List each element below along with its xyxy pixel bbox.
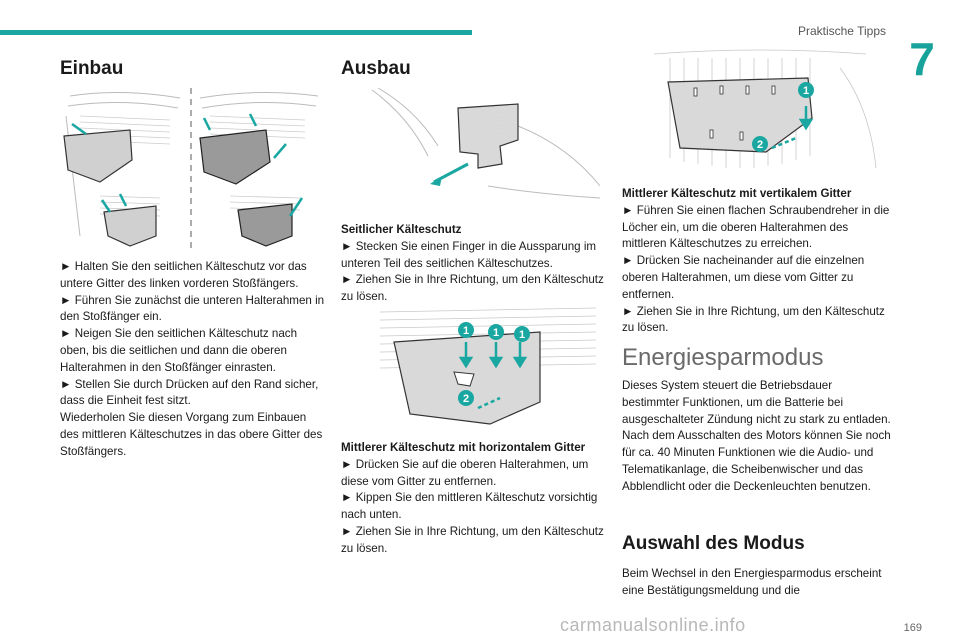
section-label: Praktische Tipps [797, 24, 886, 38]
badge-v-1: 1 [803, 85, 809, 97]
heading-einbau: Einbau [60, 58, 124, 79]
einbau-instructions: ► Halten Sie den seitlichen Kälteschutz … [60, 260, 325, 458]
badge-1a: 1 [463, 325, 469, 337]
subhead-mittlerer-vertikal: Mittlerer Kälteschutz mit vertikalem Git… [622, 187, 852, 200]
seitlicher-kaelteschutz-text: ► Stecken Sie einen Finger in die Ausspa… [341, 239, 604, 304]
subhead-seitlicher-kaelteschutz: Seitlicher Kälteschutz [341, 223, 462, 236]
heading-energiesparmodus: Energiesparmodus [622, 344, 824, 371]
header-accent-bar [0, 30, 472, 35]
watermark: carmanualsonline.info [560, 615, 746, 635]
badge-v-2: 2 [757, 139, 763, 151]
chapter-number: 7 [909, 33, 935, 85]
illustration-seitlicher-kaelteschutz [371, 87, 601, 199]
badge-1c: 1 [519, 329, 525, 341]
illustration-einbau [63, 88, 319, 250]
badge-2: 2 [463, 393, 469, 405]
mittlerer-vertikal-text: ► Führen Sie einen flachen Schraubendreh… [622, 203, 890, 335]
energiesparmodus-text: Dieses System steuert die Betriebsdauer … [622, 379, 891, 493]
page-number: 169 [903, 622, 922, 634]
heading-ausbau: Ausbau [341, 58, 411, 79]
subhead-mittlerer-horizontal: Mittlerer Kälteschutz mit horizontalem G… [341, 441, 586, 454]
illustration-mittlerer-horizontal: 1 1 1 2 [379, 307, 597, 425]
heading-auswahl-des-modus: Auswahl des Modus [622, 533, 805, 554]
illustration-mittlerer-vertikal: 1 2 [653, 49, 877, 169]
auswahl-des-modus-text: Beim Wechsel in den Energiesparmodus ers… [622, 567, 882, 597]
mittlerer-horizontal-text: ► Drücken Sie auf die oberen Halterahmen… [341, 457, 604, 555]
badge-1b: 1 [493, 327, 499, 339]
